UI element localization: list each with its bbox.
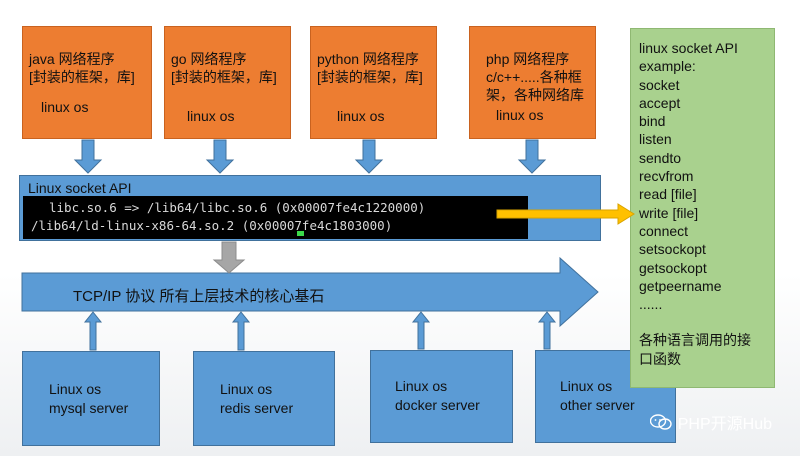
up-arrow-mysql xyxy=(83,311,103,351)
other-box-server: other server xyxy=(560,397,635,413)
python-program-box: python 网络程序 [封装的框架，库] linux os xyxy=(310,26,437,139)
mysql-box-os: Linux os xyxy=(49,381,102,397)
down-arrow-go xyxy=(205,139,235,174)
redis-server-box: Linux os redis server xyxy=(193,351,335,446)
api-item-ellipsis: ...... xyxy=(639,296,663,313)
up-arrow-other xyxy=(537,311,557,350)
api-item-setsockopt: setsockopt xyxy=(639,241,706,258)
mysql-server-box: Linux os mysql server xyxy=(22,351,160,446)
terminal-line-ld-linux: /lib64/ld-linux-x86-64.so.2 (0x00007fe4c… xyxy=(31,218,393,233)
php-program-line3: 架，各种网络库 xyxy=(486,87,584,103)
python-program-subtitle: [封装的框架，库] xyxy=(317,69,423,85)
down-arrow-php xyxy=(517,139,547,174)
other-box-os: Linux os xyxy=(560,378,613,394)
watermark: PHP开源Hub xyxy=(649,410,772,434)
api-item-accept: accept xyxy=(639,94,681,111)
down-arrow-java xyxy=(73,139,103,174)
php-program-os: linux os xyxy=(496,107,544,123)
java-program-subtitle: [封装的框架，库] xyxy=(29,69,135,85)
other-server-box: Linux os other server xyxy=(535,350,676,443)
api-list-example: example: xyxy=(639,58,696,75)
redis-box-os: Linux os xyxy=(220,381,273,397)
docker-box-os: Linux os xyxy=(395,378,448,394)
api-item-sendto: sendto xyxy=(639,149,682,166)
api-item-recvfrom: recvfrom xyxy=(639,168,694,185)
python-program-os: linux os xyxy=(337,108,385,124)
mysql-box-server: mysql server xyxy=(49,400,129,416)
go-program-title: go 网络程序 xyxy=(171,51,247,67)
php-program-line2: c/c++.....各种框 xyxy=(486,69,582,85)
terminal-line-libc: libc.so.6 => /lib64/libc.so.6 (0x00007fe… xyxy=(49,200,426,215)
api-item-listen: listen xyxy=(639,131,672,148)
api-item-getsockopt: getsockopt xyxy=(639,259,707,276)
socket-api-function-list: linux socket API example: socket accept … xyxy=(630,28,775,388)
go-program-box: go 网络程序 [封装的框架，库] linux os xyxy=(164,26,291,139)
go-program-os: linux os xyxy=(187,108,235,124)
down-arrow-python xyxy=(354,139,384,174)
api-item-socket: socket xyxy=(639,76,680,93)
tcp-ip-label: TCP/IP 协议 所有上层技术的核心基石 xyxy=(73,288,325,305)
java-program-os: linux os xyxy=(41,99,89,115)
api-item-write: write [file] xyxy=(639,204,699,221)
watermark-text: PHP开源Hub xyxy=(677,416,772,433)
up-arrow-redis xyxy=(231,311,251,351)
java-program-box: java 网络程序 [封装的框架，库] linux os xyxy=(22,26,152,139)
php-program-box: php 网络程序 c/c++.....各种框 架，各种网络库 linux os xyxy=(469,26,596,139)
api-item-connect: connect xyxy=(639,222,689,239)
api-list-spacer xyxy=(639,313,774,331)
docker-server-box: Linux os docker server xyxy=(370,350,513,443)
api-item-bind: bind xyxy=(639,113,666,130)
ldd-terminal-output: libc.so.6 => /lib64/libc.so.6 (0x00007fe… xyxy=(23,196,528,239)
redis-box-server: redis server xyxy=(220,400,294,416)
java-program-title: java 网络程序 xyxy=(29,51,115,67)
wechat-icon xyxy=(649,414,672,430)
socket-api-title: Linux socket API xyxy=(28,180,132,196)
api-item-read: read [file] xyxy=(639,186,697,203)
up-arrow-docker xyxy=(411,311,431,350)
php-program-title: php 网络程序 xyxy=(486,51,570,67)
down-arrow-socket-to-tcp xyxy=(212,241,246,274)
api-list-note-line2: 口函数 xyxy=(639,350,681,367)
docker-box-server: docker server xyxy=(395,397,480,413)
api-list-note-line1: 各种语言调用的接 xyxy=(639,332,751,349)
go-program-subtitle: [封装的框架，库] xyxy=(171,69,277,85)
api-list-heading: linux socket API xyxy=(639,40,738,56)
python-program-title: python 网络程序 xyxy=(317,51,419,67)
api-item-getpeername: getpeername xyxy=(639,277,722,294)
